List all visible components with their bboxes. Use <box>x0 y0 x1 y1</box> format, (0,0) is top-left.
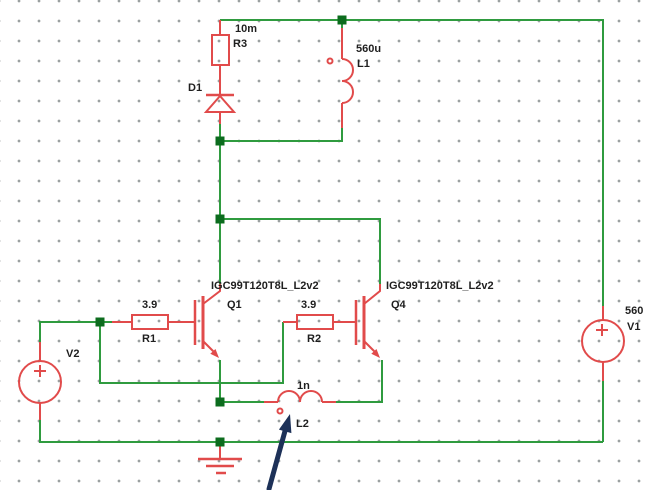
r3-body <box>211 34 230 66</box>
wire-bottom-rail[interactable] <box>39 420 603 443</box>
l1-ref-label: L1 <box>357 58 370 70</box>
v2-ref-label: V2 <box>66 348 79 360</box>
canvas-bottom-margin <box>0 490 652 500</box>
resistor-r3[interactable] <box>211 20 230 95</box>
gnd-bars <box>198 457 242 475</box>
q4-model-label: IGC99T120T8L_L2v2 <box>386 280 494 292</box>
junction-dots <box>95 15 347 447</box>
r2-value-label: 3.9 <box>301 299 316 311</box>
junction-dot <box>215 437 225 447</box>
r3-value-label: 10m <box>235 23 257 35</box>
r2-ref-label: R2 <box>307 333 321 345</box>
junction-dot <box>215 214 225 224</box>
wire-top-rail[interactable] <box>220 19 604 306</box>
q4-emitter-arrow <box>371 349 380 358</box>
wire-q4-collector-branch[interactable] <box>220 218 381 284</box>
v1-value-label: 560 <box>625 305 643 317</box>
d1-ref-label: D1 <box>188 82 202 94</box>
arrow-shaft <box>266 428 288 492</box>
r2-body <box>296 314 334 330</box>
igbt-q4[interactable] <box>354 284 381 358</box>
l1-coil <box>341 58 354 104</box>
labels: 10m R3 560u L1 D1 IGC99T120T8L_L2v2 Q1 I… <box>66 23 643 430</box>
q1-collector <box>202 284 221 305</box>
junction-dot <box>215 136 225 146</box>
q1-emitter <box>202 340 215 353</box>
v1-ref-label: V1 <box>627 321 640 333</box>
source-v2[interactable] <box>18 342 62 420</box>
diode-d1[interactable] <box>203 93 237 124</box>
l1-polarity-dot <box>326 57 334 65</box>
resistor-r1[interactable] <box>112 314 195 330</box>
wires <box>39 19 604 443</box>
annotation-arrow-pointing-at-l2 <box>266 414 292 492</box>
r3-ref-label: R3 <box>233 38 247 50</box>
l1-value-label: 560u <box>356 43 381 55</box>
ground-symbol[interactable] <box>198 442 242 475</box>
junction-dot <box>215 397 225 407</box>
junction-dot <box>95 317 105 327</box>
junction-dot <box>337 15 347 25</box>
v2-plus-sign <box>34 365 46 377</box>
arrow-head-icon <box>278 414 292 434</box>
inductor-l2[interactable] <box>264 390 336 415</box>
q1-model-label: IGC99T120T8L_L2v2 <box>211 280 319 292</box>
q4-emitter <box>363 340 376 353</box>
source-v1[interactable] <box>581 306 625 381</box>
q1-emitter-arrow <box>210 349 219 358</box>
resistor-r2[interactable] <box>283 314 356 330</box>
q4-ref-label: Q4 <box>391 299 407 311</box>
l2-ref-label: L2 <box>296 418 309 430</box>
v1-plus-sign <box>596 324 608 336</box>
r1-value-label: 3.9 <box>142 299 157 311</box>
l2-value-label: 1n <box>297 380 310 392</box>
d1-triangle <box>203 94 237 113</box>
q4-collector <box>363 284 381 305</box>
wire-gate-return-to-r2[interactable] <box>99 322 284 384</box>
q1-ref-label: Q1 <box>227 299 242 311</box>
wire-l1-bottom-branch[interactable] <box>220 128 343 142</box>
igbt-q1[interactable] <box>193 284 221 358</box>
r1-ref-label: R1 <box>142 333 156 345</box>
inductor-l1[interactable] <box>326 28 354 128</box>
l2-coil <box>277 390 323 403</box>
wire-v2-to-gates[interactable] <box>39 321 100 342</box>
l2-polarity-dot <box>276 407 284 415</box>
r1-body <box>131 314 169 330</box>
wire-l2-to-q4-emitter[interactable] <box>336 360 383 403</box>
